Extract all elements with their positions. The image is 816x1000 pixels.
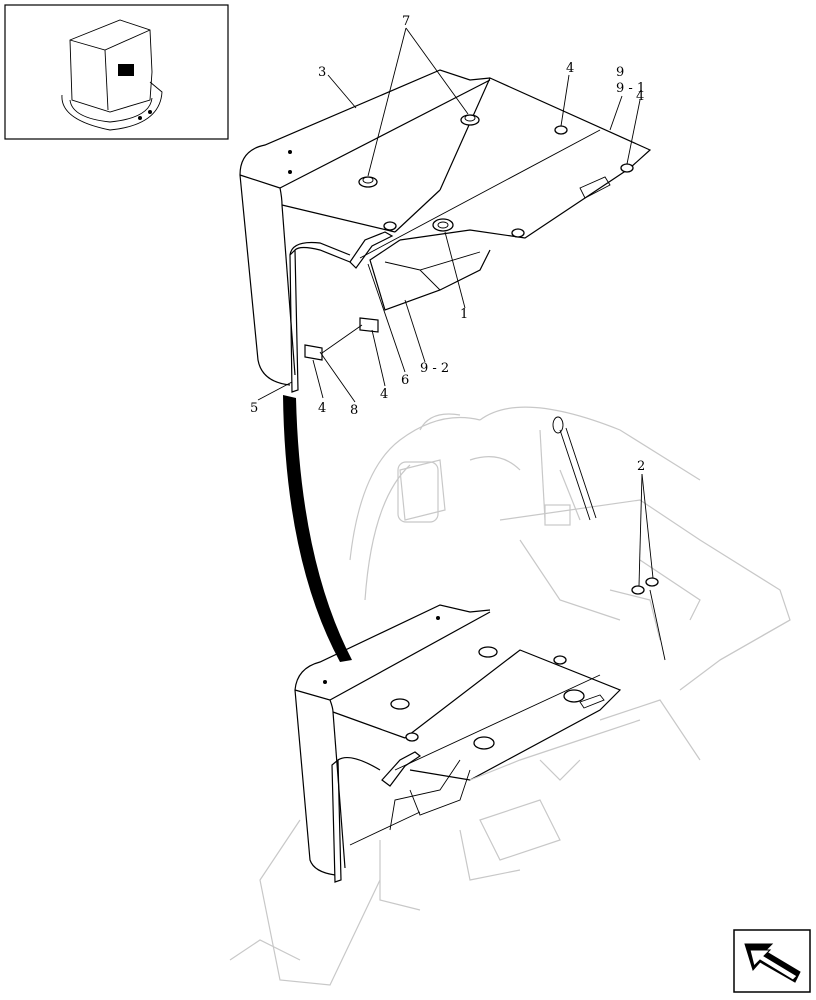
connector-icon (118, 64, 134, 76)
callout-4-mid: 4 (380, 387, 388, 402)
callout-labels: 7 3 4 9 9 - 1 4 1 6 9 - 2 4 5 4 8 2 (250, 14, 645, 474)
callout-9: 9 (616, 65, 624, 80)
callout-4-right: 4 (636, 89, 644, 104)
callout-8: 8 (350, 403, 358, 418)
callout-1: 1 (460, 307, 468, 322)
connector-arc (283, 395, 352, 662)
callout-3: 3 (318, 65, 326, 80)
callout-9-2: 9 - 2 (420, 361, 449, 376)
lower-cover-installed (294, 604, 622, 883)
callout-5: 5 (250, 401, 258, 416)
callout-4-bottom: 4 (318, 401, 326, 416)
tractor-frame-background (229, 406, 791, 986)
shift-levers (552, 416, 666, 661)
callout-9-1: 9 - 1 (616, 81, 645, 96)
leader-lines (257, 27, 654, 587)
locator-thumbnail (4, 4, 229, 140)
upper-cover-assembly (239, 69, 652, 393)
callout-4-top: 4 (566, 61, 574, 76)
callout-6: 6 (401, 373, 409, 388)
callout-2: 2 (637, 459, 645, 474)
next-page-arrow-icon[interactable] (733, 929, 811, 993)
callout-7: 7 (402, 14, 410, 29)
chassis-background (379, 719, 641, 911)
